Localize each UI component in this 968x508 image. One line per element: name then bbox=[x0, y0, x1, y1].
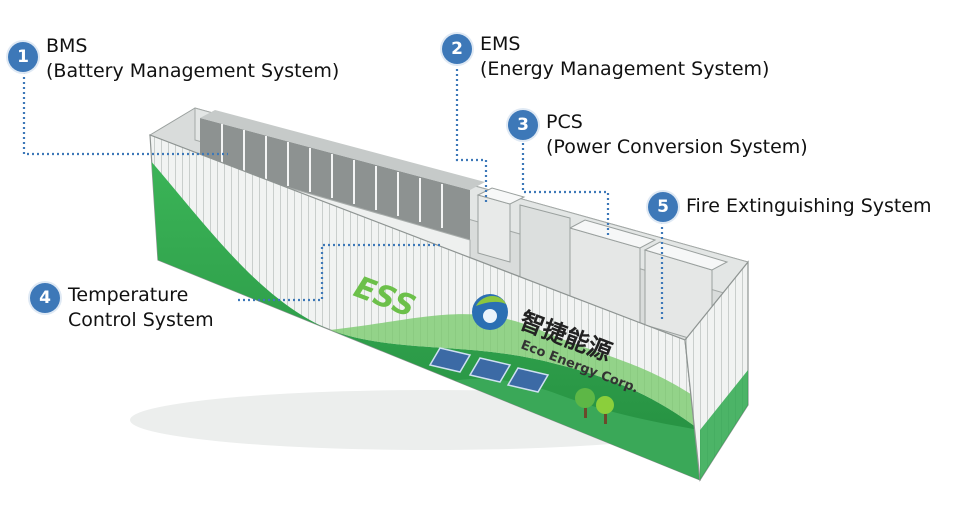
leader-line-ems bbox=[455, 64, 488, 205]
callout-title: Fire Extinguishing System bbox=[686, 195, 932, 217]
callout-bms: 1 BMS (Battery Management System) bbox=[8, 35, 339, 84]
solar-panels bbox=[428, 347, 550, 393]
callout-title: Temperature bbox=[68, 284, 189, 306]
end-wall-green bbox=[700, 370, 748, 480]
callout-number-badge: 1 bbox=[8, 42, 38, 72]
callout-label: Temperature Control System bbox=[68, 283, 214, 333]
callout-ems: 2 EMS (Energy Management System) bbox=[442, 32, 769, 82]
leader-line-pcs bbox=[521, 138, 610, 238]
callout-label: Fire Extinguishing System bbox=[686, 194, 932, 219]
callout-title: EMS bbox=[480, 33, 521, 55]
callout-number-badge: 2 bbox=[442, 34, 472, 64]
eco-energy-logo-icon bbox=[472, 294, 508, 330]
callout-label: BMS (Battery Management System) bbox=[46, 34, 339, 84]
callout-subtitle: (Battery Management System) bbox=[46, 60, 340, 82]
callout-title: BMS bbox=[46, 35, 88, 57]
callout-number-badge: 3 bbox=[508, 110, 538, 140]
callout-temperature: 4 Temperature Control System bbox=[30, 283, 214, 333]
callout-fire: 5 Fire Extinguishing System bbox=[648, 192, 932, 222]
callout-subtitle: Control System bbox=[68, 309, 214, 331]
leader-lines bbox=[22, 64, 664, 320]
callout-subtitle: (Energy Management System) bbox=[480, 58, 770, 80]
callout-number-badge: 5 bbox=[648, 192, 678, 222]
callout-label: EMS (Energy Management System) bbox=[480, 32, 769, 82]
callout-title: PCS bbox=[546, 111, 583, 133]
callout-label: PCS (Power Conversion System) bbox=[546, 110, 808, 160]
leader-line-temperature bbox=[238, 243, 440, 302]
callout-pcs: 3 PCS (Power Conversion System) bbox=[508, 110, 808, 160]
callout-number-badge: 4 bbox=[30, 283, 60, 313]
ems-cabinet bbox=[476, 187, 526, 263]
leader-line-bms bbox=[22, 72, 228, 156]
trees bbox=[575, 388, 614, 424]
callout-subtitle: (Power Conversion System) bbox=[546, 136, 808, 158]
